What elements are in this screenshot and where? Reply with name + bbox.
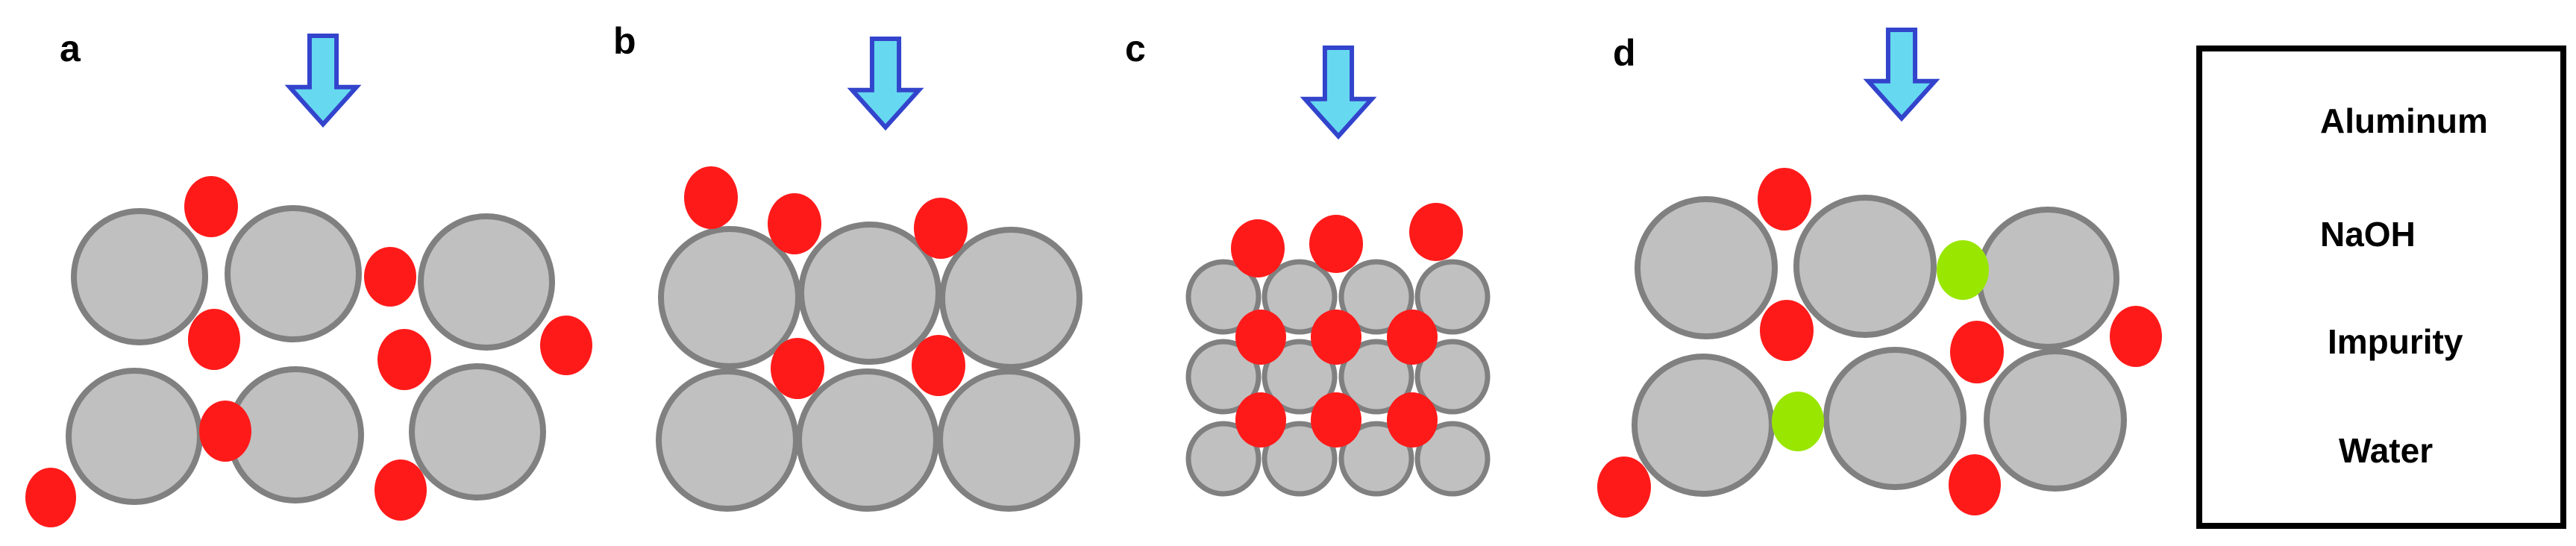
naoh-particle bbox=[1949, 454, 2001, 515]
aluminum-particle bbox=[71, 208, 208, 345]
naoh-particle bbox=[188, 309, 240, 370]
aluminum-particle bbox=[658, 226, 801, 369]
naoh-particle bbox=[1235, 392, 1286, 448]
naoh-particle bbox=[1760, 300, 1814, 361]
aluminum-particle bbox=[1185, 259, 1262, 335]
panel-label-b: b bbox=[613, 20, 636, 62]
naoh-particle bbox=[1387, 392, 1438, 448]
naoh-particle bbox=[1309, 215, 1363, 273]
aluminum-particle bbox=[937, 368, 1080, 512]
aluminum-particle bbox=[1635, 196, 1778, 339]
naoh-particle bbox=[375, 459, 427, 521]
aluminum-particle bbox=[66, 368, 203, 505]
naoh-particle bbox=[1311, 392, 1361, 448]
naoh-particle bbox=[199, 401, 251, 462]
aluminum-particle bbox=[1262, 339, 1338, 415]
aluminum-particle bbox=[1185, 421, 1262, 497]
naoh-particle bbox=[1387, 310, 1438, 365]
naoh-particle bbox=[1235, 310, 1286, 365]
legend-label-impurity: Impurity bbox=[2328, 322, 2463, 361]
aluminum-particle bbox=[656, 368, 799, 512]
naoh-particle bbox=[1758, 168, 1811, 230]
aluminum-particle bbox=[796, 368, 939, 512]
aluminum-particle bbox=[798, 222, 941, 365]
naoh-particle bbox=[771, 338, 824, 399]
impurity-particle bbox=[1937, 240, 1989, 300]
naoh-particle bbox=[684, 166, 738, 229]
panel-label-c: c bbox=[1125, 28, 1146, 69]
naoh-particle bbox=[768, 193, 821, 254]
naoh-particle bbox=[2110, 306, 2162, 367]
legend-label-water: Water bbox=[2339, 431, 2433, 470]
aluminum-particle bbox=[939, 227, 1082, 370]
legend-label-naoh: NaOH bbox=[2320, 215, 2416, 254]
aluminum-particle bbox=[1984, 348, 2127, 492]
water-arrow-panel-b bbox=[847, 37, 924, 131]
naoh-particle bbox=[25, 468, 76, 527]
naoh-particle bbox=[184, 176, 238, 237]
naoh-particle bbox=[1950, 321, 2004, 383]
water-arrow-panel-d bbox=[1863, 28, 1940, 122]
aluminum-particle bbox=[1976, 207, 2119, 350]
aluminum-particle bbox=[1262, 421, 1338, 497]
aluminum-particle bbox=[1414, 259, 1491, 335]
aluminum-particle bbox=[418, 213, 555, 351]
aluminum-particle bbox=[1823, 347, 1967, 490]
aluminum-particle bbox=[1185, 339, 1262, 415]
aluminum-particle bbox=[1338, 339, 1414, 415]
aluminum-particle bbox=[409, 363, 546, 501]
aluminum-particle bbox=[1338, 259, 1414, 335]
naoh-particle bbox=[1597, 456, 1651, 518]
naoh-particle bbox=[364, 247, 416, 307]
aluminum-particle bbox=[225, 205, 362, 342]
naoh-particle bbox=[912, 335, 965, 396]
legend-label-aluminum: Aluminum bbox=[2320, 101, 2488, 140]
aluminum-particle bbox=[1632, 354, 1775, 497]
water-arrow-panel-a bbox=[284, 34, 362, 128]
water-arrow-panel-c bbox=[1300, 46, 1377, 140]
aluminum-particle bbox=[1414, 339, 1491, 415]
panel-label-d: d bbox=[1613, 32, 1636, 74]
naoh-particle bbox=[540, 316, 592, 375]
naoh-particle bbox=[914, 198, 968, 259]
aluminum-particle bbox=[1338, 421, 1414, 497]
legend-box bbox=[2196, 46, 2566, 529]
panel-label-a: a bbox=[60, 28, 81, 69]
legend: Aluminum NaOH Impurity Water bbox=[2196, 46, 2566, 529]
naoh-layer bbox=[25, 166, 2303, 527]
naoh-particle bbox=[1231, 219, 1285, 277]
aluminum-particle bbox=[1793, 195, 1937, 338]
aluminum-particle bbox=[1262, 259, 1338, 335]
naoh-particle bbox=[1311, 310, 1361, 365]
aluminum-layer bbox=[66, 83, 2313, 512]
impurity-particle bbox=[1772, 392, 1824, 451]
naoh-particle bbox=[377, 329, 431, 390]
aluminum-particle bbox=[1414, 421, 1491, 497]
naoh-particle bbox=[1409, 203, 1463, 261]
